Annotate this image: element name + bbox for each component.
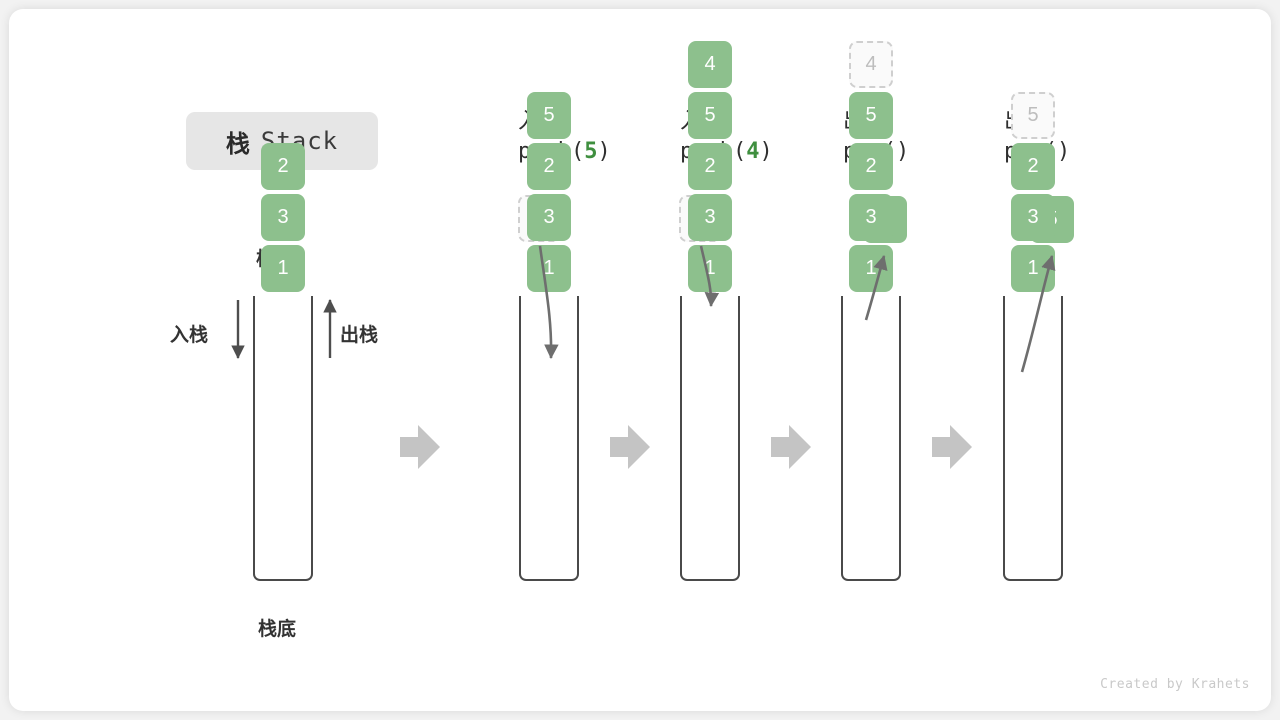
- stack-vessel: [680, 296, 740, 581]
- code-suffix: ): [597, 139, 611, 164]
- stack-vessel: [253, 296, 313, 581]
- title-badge: 栈 Stack: [186, 112, 378, 170]
- stack-cell-ghost: 5: [1011, 92, 1055, 139]
- stack-cell: 2: [261, 143, 305, 190]
- stack-cell: 2: [849, 143, 893, 190]
- stack-cell: 4: [688, 41, 732, 88]
- stack-cell: 1: [849, 245, 893, 292]
- stack-cell: 2: [527, 143, 571, 190]
- code-arg: 5: [584, 139, 598, 164]
- stack-cell: 1: [261, 245, 305, 292]
- label-stack-bottom: 栈底: [258, 619, 297, 640]
- stack-cell: 1: [527, 245, 571, 292]
- stack-cell: 2: [1011, 143, 1055, 190]
- label-push-side: 入栈: [170, 325, 209, 346]
- stack-items: 1 3 2 5: [1003, 88, 1063, 292]
- code-suffix: ): [895, 139, 910, 164]
- stack-cell: 3: [1011, 194, 1055, 241]
- stack-vessel: [519, 296, 579, 581]
- stack-cell: 3: [688, 194, 732, 241]
- stack-items: 1 3 2 5: [519, 88, 579, 292]
- credit-text: Created by Krahets: [1100, 677, 1250, 692]
- code-suffix: ): [1056, 139, 1071, 164]
- stack-vessel: [841, 296, 901, 581]
- stack-cell: 3: [261, 194, 305, 241]
- stack-cell: 5: [849, 92, 893, 139]
- stack-items: 1 3 2 5 4: [841, 37, 901, 292]
- stack-cell: 5: [688, 92, 732, 139]
- code-arg: 4: [746, 139, 760, 164]
- title-cn: 栈: [225, 130, 251, 158]
- stack-cell: 5: [527, 92, 571, 139]
- label-pop-side: 出栈: [340, 325, 379, 346]
- stack-items: 1 3 2: [253, 139, 313, 292]
- code-suffix: ): [759, 139, 773, 164]
- stack-cell: 3: [849, 194, 893, 241]
- stack-cell: 3: [527, 194, 571, 241]
- stack-cell: 1: [1011, 245, 1055, 292]
- stack-items: 1 3 2 5 4: [680, 37, 740, 292]
- stack-vessel: [1003, 296, 1063, 581]
- stack-cell: 2: [688, 143, 732, 190]
- stack-cell: 1: [688, 245, 732, 292]
- stack-cell-ghost: 4: [849, 41, 893, 88]
